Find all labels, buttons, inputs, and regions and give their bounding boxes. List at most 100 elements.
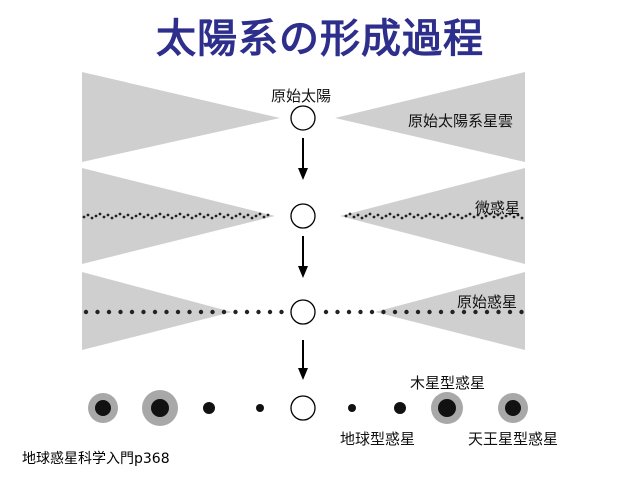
planetesimal-dot bbox=[206, 213, 210, 217]
planetesimal-dot bbox=[392, 215, 396, 219]
protoplanet-dot bbox=[106, 309, 112, 315]
planetesimal-dot bbox=[246, 213, 250, 217]
planetesimal-dot bbox=[198, 212, 202, 216]
protoplanet-dot bbox=[404, 309, 409, 315]
planetesimal-dot bbox=[416, 213, 420, 217]
planetesimal-dot bbox=[496, 213, 500, 217]
protoplanet-dot bbox=[164, 309, 169, 315]
planetesimal-dot bbox=[380, 216, 384, 220]
planetesimal-dot bbox=[218, 212, 222, 216]
protoplanet-dot bbox=[95, 309, 100, 315]
nebula-label: 原始太陽系星雲 bbox=[408, 112, 514, 130]
planetesimal-dot bbox=[162, 215, 166, 219]
planetesimal-dot bbox=[142, 215, 146, 219]
nebula-left-wedge bbox=[82, 72, 280, 162]
arrow-2-head bbox=[298, 266, 308, 278]
planetesimal-dot bbox=[512, 215, 516, 219]
ice-giant-label: 天王星型惑星 bbox=[468, 430, 559, 448]
sun-circle-2 bbox=[290, 203, 316, 229]
protoplanet-dot bbox=[256, 309, 261, 315]
protoplanet-dot bbox=[392, 309, 398, 315]
stage-nebula bbox=[82, 72, 525, 162]
planetesimal-dot bbox=[158, 212, 162, 216]
planetesimal-dot bbox=[396, 213, 400, 217]
planetesimal-dot bbox=[436, 213, 440, 217]
planetesimal-dot bbox=[262, 215, 266, 219]
planetesimal-right-dots bbox=[344, 212, 524, 220]
planetesimal-dot bbox=[356, 213, 360, 217]
planetesimal-dot bbox=[456, 213, 460, 217]
planetesimal-dot bbox=[106, 213, 110, 217]
planetesimal-dot bbox=[412, 215, 416, 219]
protoplanet-dot bbox=[210, 309, 215, 315]
terrestrial-right-outer bbox=[394, 402, 406, 414]
planetesimal-dot bbox=[464, 214, 468, 218]
planetesimal-dot bbox=[190, 216, 194, 220]
protoplanet-dot bbox=[415, 309, 421, 315]
planetesimal-dot bbox=[110, 216, 114, 220]
planetesimal-dot bbox=[344, 214, 348, 218]
planetesimal-dot bbox=[86, 213, 90, 217]
protoplanet-left-wedge bbox=[82, 272, 232, 350]
page-title: 太陽系の形成過程 bbox=[156, 16, 484, 62]
planetesimal-dot bbox=[484, 214, 488, 218]
protoplanet-dot bbox=[83, 309, 89, 315]
planetesimal-dot bbox=[90, 216, 94, 220]
protoplanet-dot bbox=[244, 309, 250, 315]
planetesimal-dot bbox=[476, 213, 480, 217]
planetesimal-dot bbox=[130, 216, 134, 220]
planetesimal-dot bbox=[126, 213, 130, 217]
planetesimal-dot bbox=[154, 214, 158, 218]
planetesimal-dot bbox=[150, 216, 154, 220]
planetesimal-dot bbox=[468, 212, 472, 216]
planetesimal-dot bbox=[432, 215, 436, 219]
planetesimal-dot bbox=[118, 212, 122, 216]
protoplanet-dot bbox=[381, 309, 386, 315]
protoplanet-dot bbox=[141, 309, 146, 315]
planetesimal-dot bbox=[250, 216, 254, 220]
protoplanet-dot bbox=[129, 309, 135, 315]
jovian-label: 木星型惑星 bbox=[410, 374, 486, 392]
arrow-1-head bbox=[298, 168, 308, 180]
arrow-3-head bbox=[298, 368, 308, 380]
protoplanet-dot bbox=[369, 309, 375, 315]
planetesimal-dot bbox=[174, 214, 178, 218]
protoplanet-dot bbox=[152, 309, 158, 315]
terrestrial-label: 地球型惑星 bbox=[340, 430, 416, 448]
planetesimal-dot bbox=[428, 212, 432, 216]
planetesimal-dot bbox=[388, 212, 392, 216]
planetesimal-dot bbox=[368, 212, 372, 216]
protoplanet-dot bbox=[233, 309, 238, 315]
sun-circle-4 bbox=[290, 395, 316, 421]
planetesimal-dot bbox=[376, 213, 380, 217]
planetesimal-dot bbox=[440, 216, 444, 220]
planetesimal-dot bbox=[114, 214, 118, 218]
planetesimal-dot bbox=[460, 216, 464, 220]
stage-planets bbox=[88, 390, 528, 426]
planetesimal-dot bbox=[210, 216, 214, 220]
source-citation: 地球惑星科学入門p368 bbox=[22, 451, 170, 467]
protoplanet-dot bbox=[519, 309, 524, 315]
protoplanet-dot bbox=[507, 309, 513, 315]
planetesimal-dot bbox=[202, 215, 206, 219]
planetesimal-dot bbox=[352, 215, 356, 219]
planetesimal-dot bbox=[424, 214, 428, 218]
planetesimal-dot bbox=[182, 215, 186, 219]
protoplanet-dot bbox=[358, 309, 363, 315]
planetesimal-dot bbox=[230, 216, 234, 220]
planetesimal-dot bbox=[372, 215, 376, 219]
protoplanet-dot bbox=[450, 309, 455, 315]
planetesimal-dot bbox=[472, 215, 476, 219]
jovian-right-core bbox=[438, 399, 456, 417]
protoplanet-dot bbox=[323, 309, 329, 315]
protoplanet-dot bbox=[335, 309, 340, 315]
protoplanet-dot bbox=[346, 309, 352, 315]
planetesimal-left-dots bbox=[82, 212, 270, 220]
planetesimal-dot bbox=[404, 214, 408, 218]
terrestrial-left-inner bbox=[256, 404, 264, 412]
protoplanet-dot bbox=[198, 309, 204, 315]
nebula-right-wedge bbox=[335, 72, 525, 162]
planetesimal-dot bbox=[234, 214, 238, 218]
protoplanet-dot bbox=[438, 309, 444, 315]
